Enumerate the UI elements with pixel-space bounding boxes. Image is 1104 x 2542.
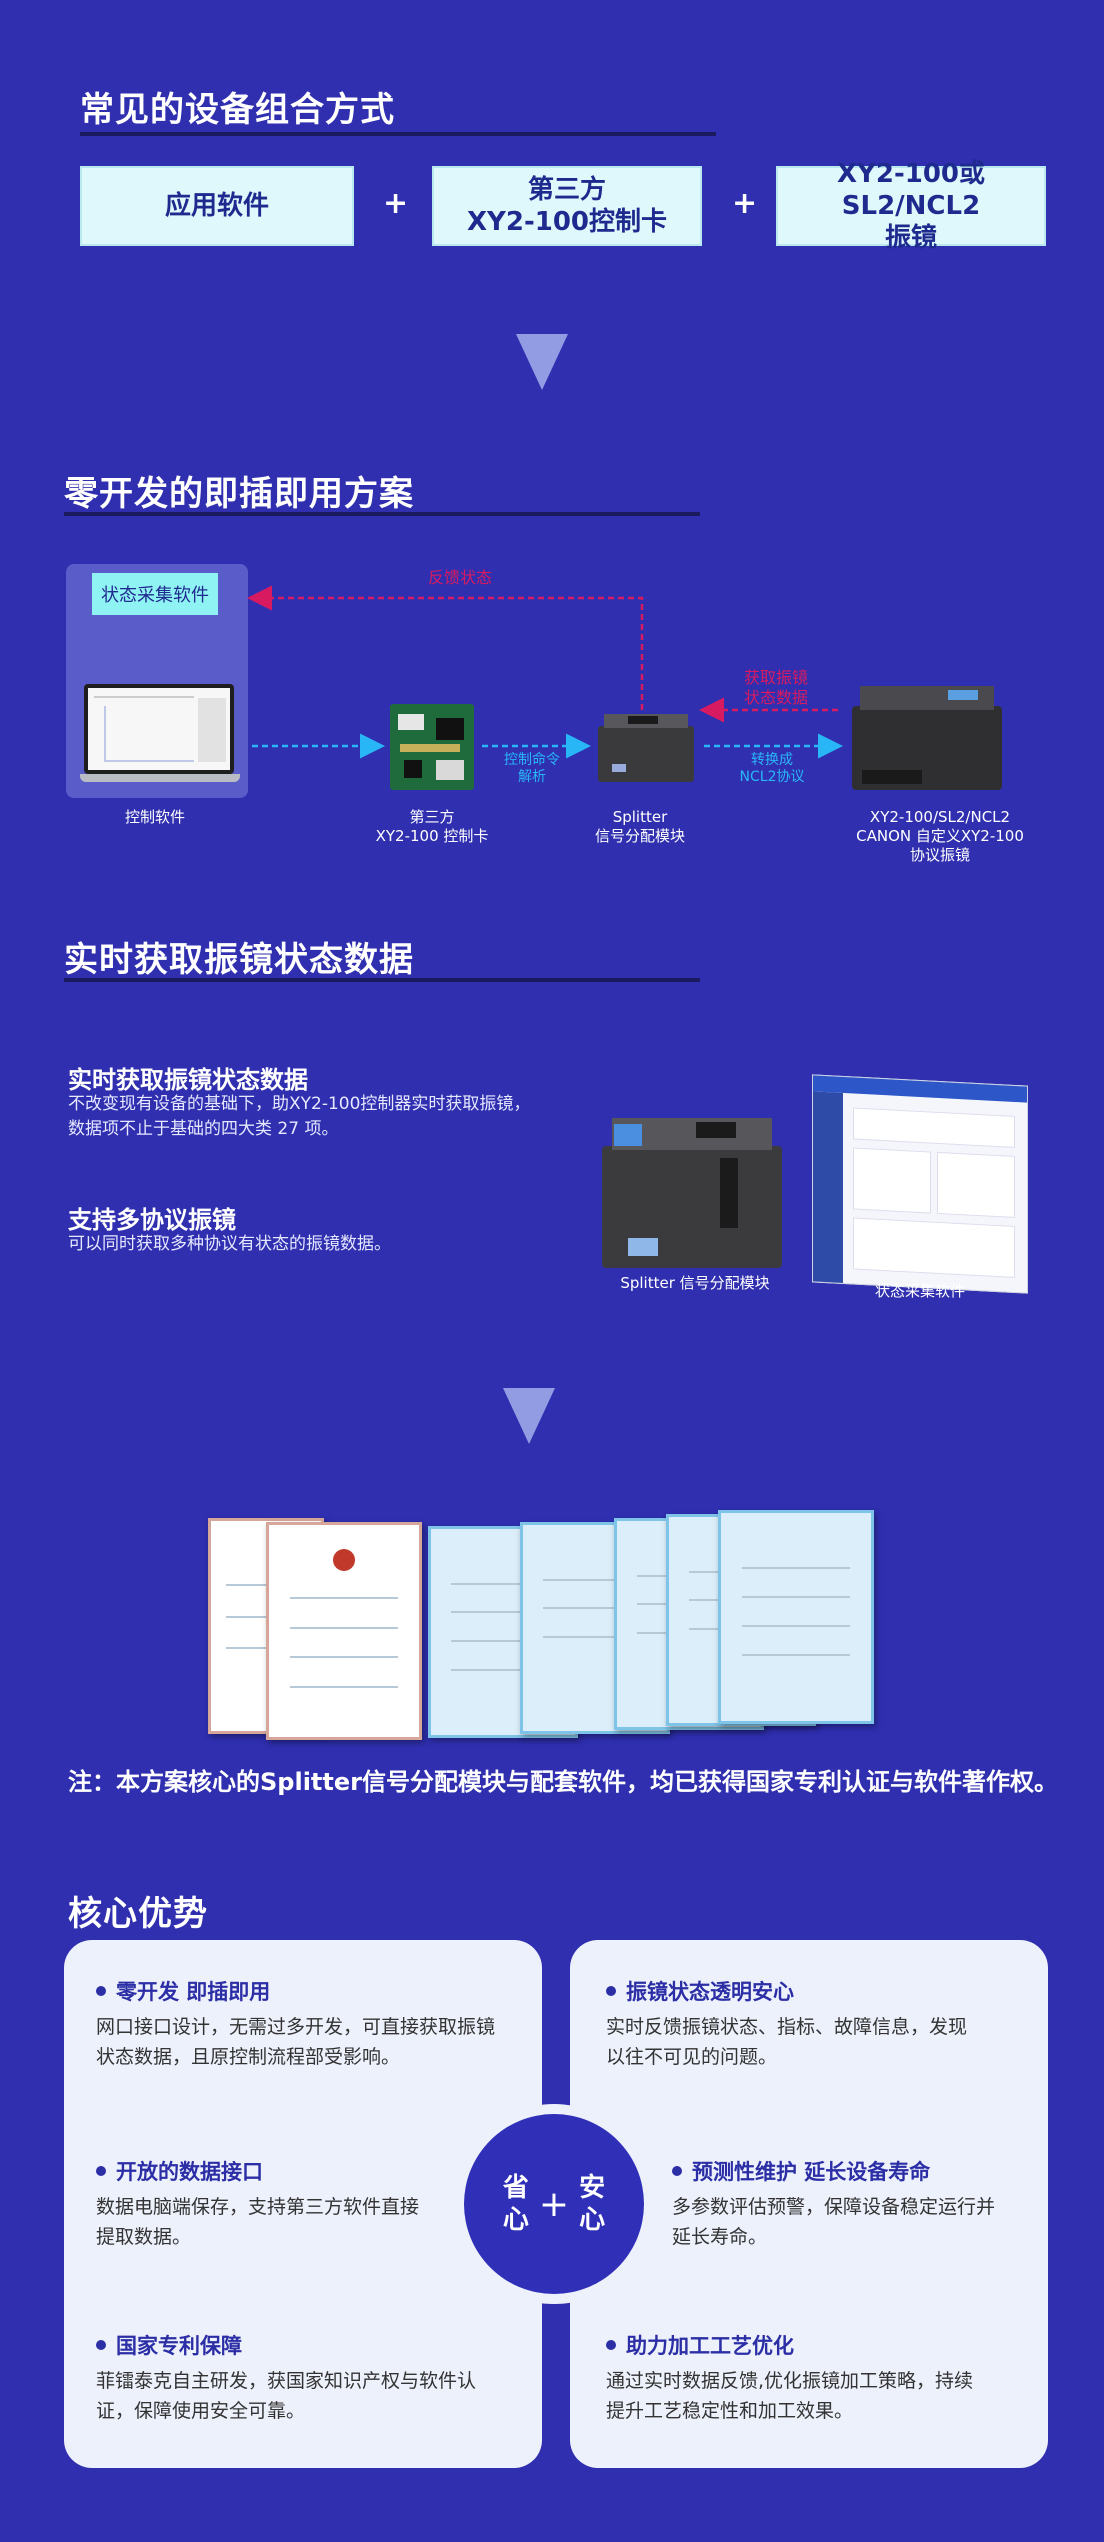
feedback-arrow-splitter-to-software xyxy=(247,585,644,710)
status-software-screenshot xyxy=(812,1074,1028,1294)
combo-box-label: XY2-100或SL2/NCL2 振镜 xyxy=(836,159,986,253)
down-triangle-icon xyxy=(516,334,568,390)
advantage-title-text: 国家专利保障 xyxy=(116,2334,242,2358)
section-underline xyxy=(80,132,716,136)
feature-title: 支持多协议振镜 xyxy=(68,1206,236,1234)
feature-desc: 不改变现有设备的基础下，助XY2-100控制器实时获取振镜， 数据项不止于基础的… xyxy=(68,1094,531,1139)
pcb-card-icon xyxy=(390,704,474,790)
combo-box-control-card: 第三方 XY2-100控制卡 xyxy=(432,166,702,246)
splitter-module-icon xyxy=(598,714,694,782)
advantage-title-text: 开放的数据接口 xyxy=(116,2160,263,2184)
advantage-desc: 网口接口设计，无需过多开发，可直接获取振镜 状态数据，且原控制流程部受影响。 xyxy=(96,2016,496,2068)
center-plus: + xyxy=(538,2183,570,2225)
plus-sign: + xyxy=(732,186,758,221)
advantage-desc: 数据电脑端保存，支持第三方软件直接 提取数据。 xyxy=(96,2196,420,2248)
galvo-scanner-icon xyxy=(852,686,1002,790)
advantage-desc: 多参数评估预警，保障设备稳定运行并 延长寿命。 xyxy=(672,2196,996,2248)
advantage-title-text: 零开发 即插即用 xyxy=(116,1980,271,2004)
advantage-desc: 实时反馈振镜状态、指标、故障信息，发现 以往不可见的问题。 xyxy=(606,2016,968,2068)
advantage-title: 振镜状态透明安心 xyxy=(606,1976,794,2006)
section-underline xyxy=(64,512,700,516)
bullet-icon xyxy=(96,1986,106,1996)
patent-note: 注：本方案核心的Splitter信号分配模块与配套软件，均已获得国家专利认证与软… xyxy=(68,1768,1058,1796)
laptop-icon xyxy=(80,684,240,784)
advantage-title: 预测性维护 延长设备寿命 xyxy=(672,2156,930,2186)
splitter-module-icon xyxy=(602,1118,782,1268)
advantage-title-text: 预测性维护 延长设备寿命 xyxy=(692,2160,931,2184)
section-title-combo: 常见的设备组合方式 xyxy=(80,90,395,130)
advantage-title: 助力加工工艺优化 xyxy=(606,2330,794,2360)
advantage-title: 零开发 即插即用 xyxy=(96,1976,270,2006)
advantage-desc: 菲镭泰克自主研发，获国家知识产权与软件认 证，保障使用安全可靠。 xyxy=(96,2370,477,2422)
module-caption: Splitter 信号分配模块 xyxy=(620,1274,770,1292)
bullet-icon xyxy=(672,2166,682,2176)
certificate-icon xyxy=(266,1522,422,1740)
center-left-text: 省 心 xyxy=(502,2173,529,2235)
feedback-status-label: 反馈状态 xyxy=(427,568,492,587)
section-title-realtime: 实时获取振镜状态数据 xyxy=(64,940,414,980)
convert-ncl2-label: 转换成 NCL2协议 xyxy=(739,752,805,785)
combo-box-label: 第三方 XY2-100控制卡 xyxy=(466,175,668,237)
get-status-label: 获取振镜 状态数据 xyxy=(743,668,808,707)
third-party-card-label: 第三方 XY2-100 控制卡 xyxy=(375,808,489,845)
splitter-label: Splitter 信号分配模块 xyxy=(594,808,685,845)
down-triangle-icon xyxy=(503,1388,555,1444)
section-underline xyxy=(64,978,700,982)
bullet-icon xyxy=(96,2166,106,2176)
bullet-icon xyxy=(96,2340,106,2350)
section-title-plugplay: 零开发的即插即用方案 xyxy=(64,474,414,514)
flow-diagram-arrows xyxy=(247,585,843,759)
advantage-desc: 通过实时数据反馈,优化振镜加工策略，持续 提升工艺稳定性和加工效果。 xyxy=(606,2370,974,2422)
galvo-label: XY2-100/SL2/NCL2 CANON 自定义XY2-100 协议振镜 xyxy=(856,808,1024,864)
feature-title: 实时获取振镜状态数据 xyxy=(68,1066,308,1094)
advantage-title: 国家专利保障 xyxy=(96,2330,242,2360)
combo-box-label: 应用软件 xyxy=(164,191,269,221)
software-caption: 状态采集软件 xyxy=(874,1282,965,1300)
plus-sign: + xyxy=(383,186,409,221)
control-software-label: 控制软件 xyxy=(124,808,185,826)
center-circle: 省 心 + 安 心 xyxy=(464,2114,644,2294)
center-right-text: 安 心 xyxy=(579,2173,606,2235)
bullet-icon xyxy=(606,1986,616,1996)
combo-box-software: 应用软件 xyxy=(80,166,354,246)
bullet-icon xyxy=(606,2340,616,2350)
advantage-title-text: 助力加工工艺优化 xyxy=(626,2334,794,2358)
status-software-badge-label: 状态采集软件 xyxy=(101,585,209,606)
feature-desc: 可以同时获取多种协议有状态的振镜数据。 xyxy=(68,1234,391,1254)
advantage-title: 开放的数据接口 xyxy=(96,2156,263,2186)
certificate-icon xyxy=(718,1510,874,1724)
parse-command-label: 控制命令 解析 xyxy=(504,752,560,785)
section-title-advantages: 核心优势 xyxy=(68,1894,208,1934)
status-software-badge: 状态采集软件 xyxy=(92,573,218,615)
combo-box-galvo: XY2-100或SL2/NCL2 振镜 xyxy=(776,159,1046,253)
advantage-title-text: 振镜状态透明安心 xyxy=(626,1980,794,2004)
